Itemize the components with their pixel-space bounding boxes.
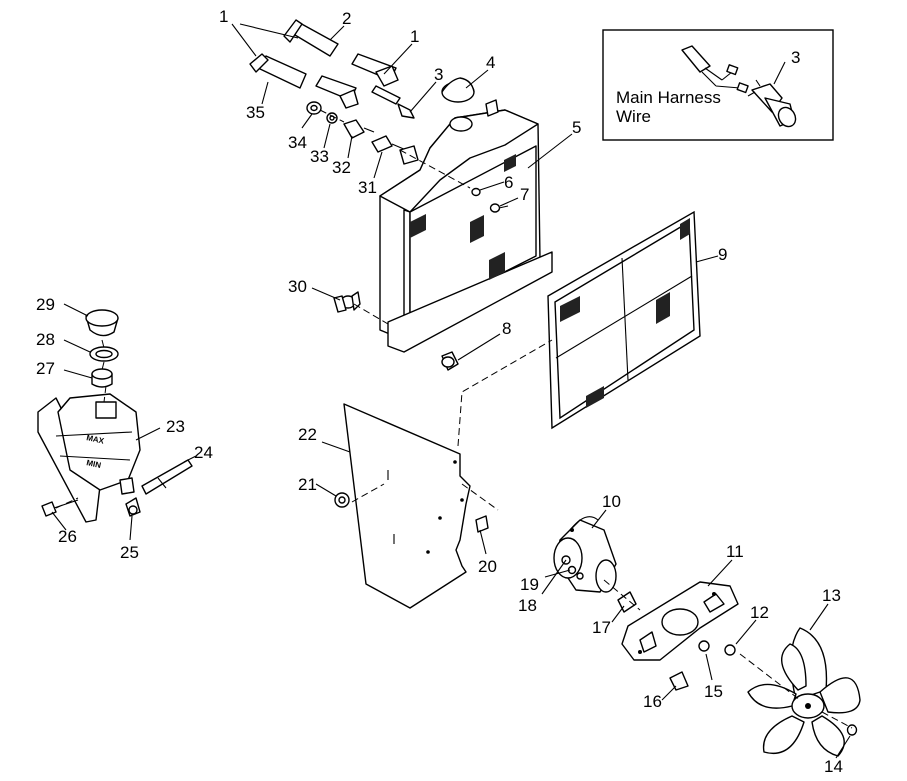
radiator-cap-4	[441, 77, 475, 103]
washer-21	[334, 492, 350, 508]
fan-motor-10	[553, 516, 617, 593]
callout-15: 15	[704, 682, 723, 701]
callout-26: 26	[58, 527, 77, 546]
callout-5: 5	[572, 118, 581, 137]
callout-24: 24	[194, 443, 213, 462]
callout-11: 11	[726, 542, 744, 561]
sensor-32	[343, 119, 375, 139]
callout-9: 9	[718, 245, 727, 264]
inset-label-line-2: Wire	[616, 107, 651, 126]
callout-33: 33	[310, 147, 329, 166]
inset-callout: 3	[791, 48, 800, 67]
radiator-screen-9	[547, 210, 701, 430]
callout-numbers: 1 1 2 3 4 5 6 7 8 9 10 11 12 13 14 15 16…	[36, 7, 843, 776]
callout-16: 16	[643, 692, 662, 711]
hose-35	[249, 53, 307, 89]
callout-1-right: 1	[410, 27, 419, 46]
washer-15	[698, 640, 710, 652]
callout-35: 35	[246, 103, 265, 122]
callout-14: 14	[824, 757, 843, 776]
inset-box: Main Harness Wire 3	[602, 29, 834, 141]
callout-30: 30	[288, 277, 307, 296]
neck-27	[91, 368, 113, 388]
callout-18: 18	[518, 596, 537, 615]
harness-wire-connector	[681, 45, 749, 94]
radiator-vents	[410, 154, 516, 280]
callout-32: 32	[332, 158, 351, 177]
screw-7	[489, 203, 509, 213]
grommet-8	[441, 351, 459, 371]
seal-28	[89, 346, 119, 362]
nut-12	[724, 644, 736, 656]
tank-max-mark: MAX	[86, 433, 106, 446]
clamp-34	[306, 101, 322, 115]
callout-8: 8	[502, 319, 511, 338]
screw-16	[669, 671, 689, 691]
overflow-tank-23: MAX MIN	[37, 393, 141, 523]
callout-10: 10	[602, 492, 621, 511]
callout-19: 19	[520, 575, 539, 594]
temperature-sensor-part	[747, 79, 797, 128]
washer-33	[326, 112, 338, 124]
callout-17: 17	[592, 618, 611, 637]
washer-6	[471, 187, 481, 197]
callout-13: 13	[822, 586, 841, 605]
callout-23: 23	[166, 417, 185, 436]
callout-25: 25	[120, 543, 139, 562]
callout-20: 20	[478, 557, 497, 576]
callout-22: 22	[298, 425, 317, 444]
screw-20	[475, 515, 489, 533]
spacer-17	[617, 591, 637, 613]
callout-6: 6	[504, 173, 513, 192]
drain-valve-30	[333, 291, 361, 313]
fan-bracket-11	[621, 581, 739, 661]
hose-1-upper	[351, 53, 399, 87]
radiator-5	[379, 99, 553, 353]
callout-7: 7	[520, 185, 529, 204]
tank-min-mark: MIN	[86, 458, 102, 470]
overflow-hose-24	[141, 459, 193, 495]
callout-21: 21	[298, 475, 317, 494]
fan-blade-13	[747, 627, 861, 757]
hose-1-lower	[315, 75, 359, 109]
clamp-25	[125, 497, 141, 517]
inset-label-line-1: Main Harness	[616, 88, 721, 107]
shroud-22	[343, 403, 471, 609]
callout-28: 28	[36, 330, 55, 349]
callout-3: 3	[434, 65, 443, 84]
callout-31: 31	[358, 178, 377, 197]
hose-2	[283, 19, 339, 57]
screw-26	[41, 499, 79, 517]
callout-34: 34	[288, 133, 307, 152]
assembly-lines	[55, 109, 853, 729]
fitting-3-left	[371, 85, 415, 119]
callout-4: 4	[486, 53, 495, 72]
leader-lines	[51, 23, 851, 759]
nut-14	[846, 724, 858, 736]
callout-29: 29	[36, 295, 55, 314]
callout-1-left: 1	[219, 7, 228, 26]
callout-27: 27	[36, 359, 55, 378]
tank-cap-29	[85, 309, 119, 337]
callout-2: 2	[342, 9, 351, 28]
callout-12: 12	[750, 603, 769, 622]
